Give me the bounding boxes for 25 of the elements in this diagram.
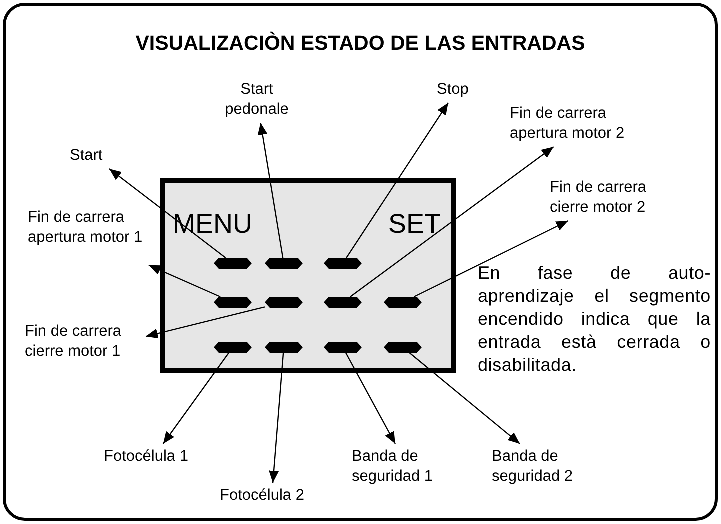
arrow xyxy=(346,102,449,258)
arrow xyxy=(258,122,284,258)
display-panel xyxy=(160,178,456,373)
title: VISUALIZACIÒN ESTADO DE LAS ENTRADAS xyxy=(134,32,586,56)
input-label: Fin de carrera apertura motor 2 xyxy=(510,104,660,144)
input-label: Start pedonale xyxy=(222,80,292,120)
input-label: Fotocélula 1 xyxy=(104,447,204,467)
input-label: Stop xyxy=(437,80,477,100)
input-label: Fotocélula 2 xyxy=(220,486,324,506)
input-label: Banda de seguridad 2 xyxy=(492,447,604,487)
input-label: Fin de carrera apertura motor 1 xyxy=(28,208,146,268)
display-text: SET xyxy=(388,209,441,240)
input-label: Banda de seguridad 1 xyxy=(352,447,464,487)
arrow xyxy=(162,352,230,444)
input-label: Start xyxy=(70,146,115,166)
arrow xyxy=(345,352,396,444)
input-label: Fin de carrera cierre motor 1 xyxy=(25,322,143,382)
input-label: Fin de carrera cierre motor 2 xyxy=(550,178,680,218)
arrow xyxy=(414,220,569,298)
arrow xyxy=(146,306,266,339)
note-text: En fase de auto-aprendizaje el segmento encendido indica que la entrada està cerrada o disabilitada. xyxy=(478,262,711,377)
arrow xyxy=(269,352,284,484)
arrow xyxy=(409,352,520,444)
arrow xyxy=(148,264,221,298)
arrow xyxy=(350,146,554,298)
